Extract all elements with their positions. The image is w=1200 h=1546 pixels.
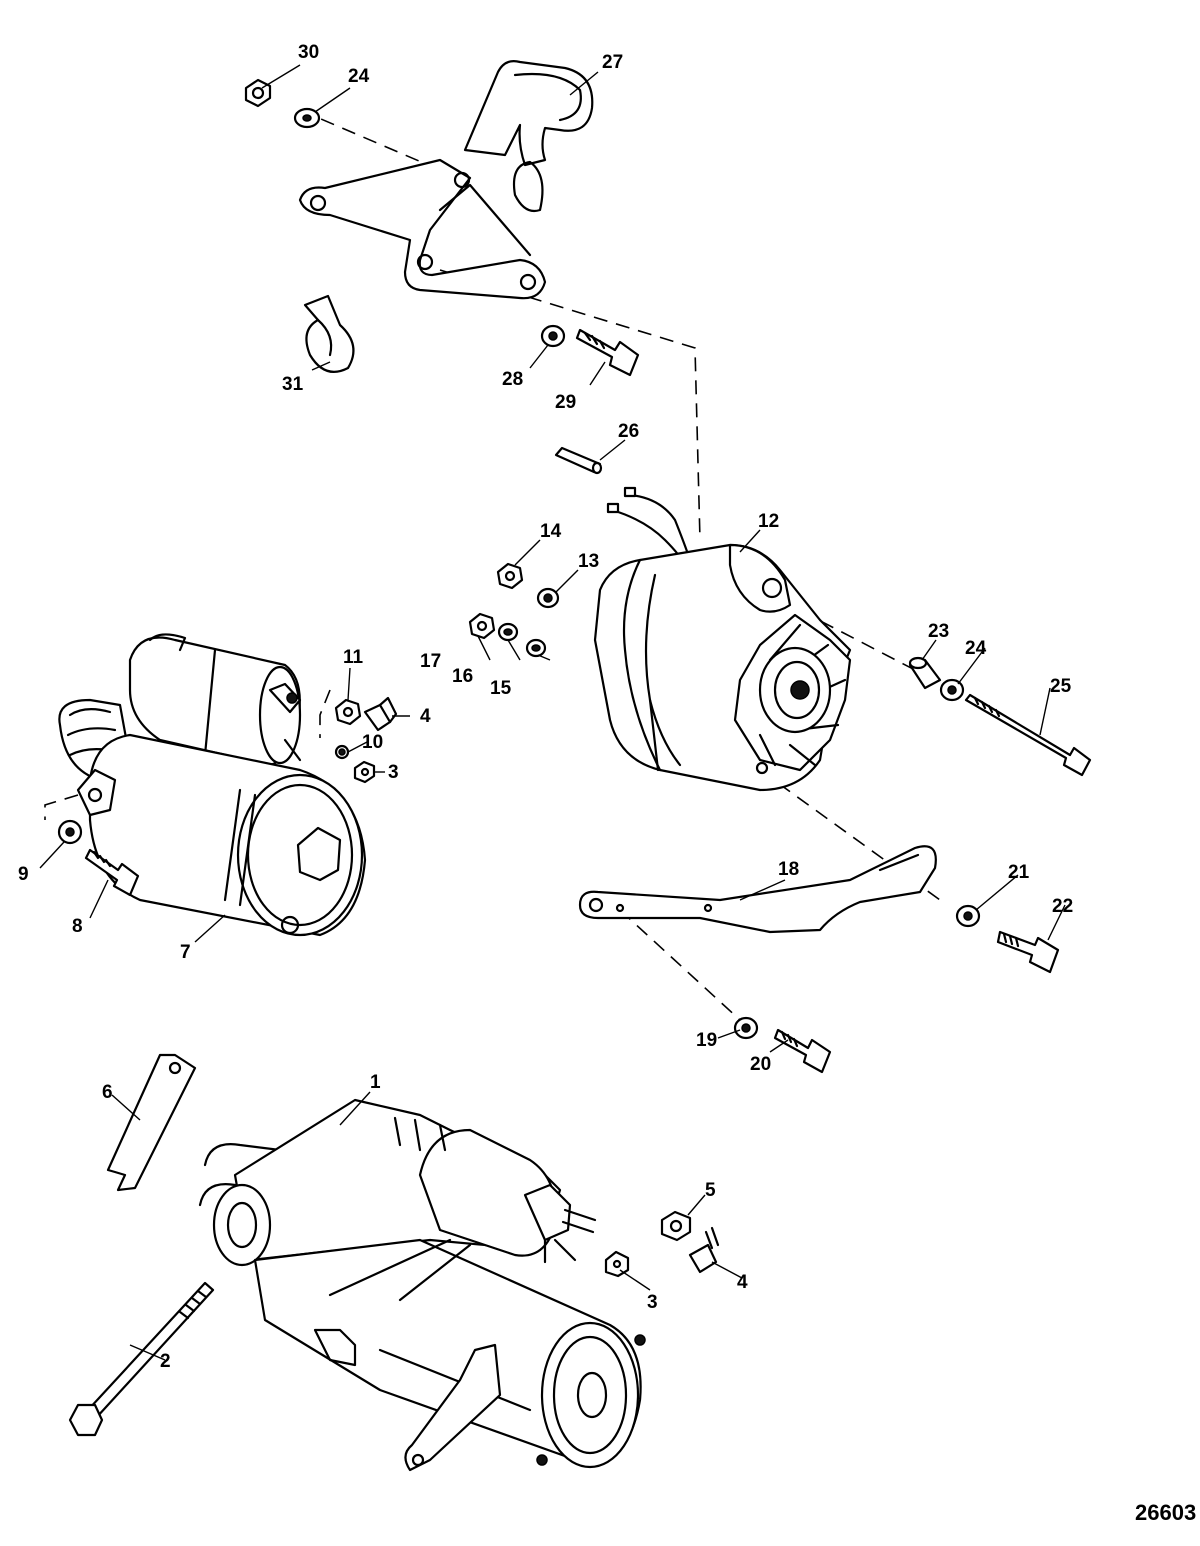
nut-16 [497, 622, 519, 642]
bolt-2 [68, 1281, 215, 1437]
shim-6 [106, 1053, 197, 1192]
alternator [593, 486, 852, 792]
nut-3-lower [604, 1250, 630, 1278]
nut-15 [525, 638, 547, 658]
pin-26 [554, 446, 603, 475]
figure-id: 26603 [1135, 1500, 1196, 1525]
callout-6: 6 [102, 1082, 113, 1103]
washer-9 [57, 819, 83, 845]
clamp-31 [303, 294, 355, 373]
callout-16: 16 [452, 666, 473, 687]
callout-31: 31 [282, 374, 304, 395]
callout-28: 28 [502, 369, 523, 390]
callout-21: 21 [1008, 862, 1030, 883]
bolt-25 [964, 693, 1092, 777]
callout-4-upper: 4 [420, 706, 431, 727]
callout-23: 23 [928, 621, 949, 642]
callout-3-upper: 3 [388, 762, 399, 783]
washer-24-right [939, 678, 965, 702]
washer-19 [733, 1016, 759, 1040]
brace-18 [578, 845, 937, 934]
callout-22: 22 [1052, 896, 1073, 917]
callout-11: 11 [343, 647, 364, 668]
bolt-20 [773, 1028, 832, 1074]
nut-14 [496, 562, 524, 590]
callout-14: 14 [540, 521, 562, 542]
callout-24-top: 24 [348, 66, 370, 87]
callout-8: 8 [72, 916, 83, 937]
callout-25: 25 [1050, 676, 1072, 697]
nut-30 [244, 78, 272, 108]
callout-3-lower: 3 [647, 1292, 658, 1313]
nut-3-upper [353, 760, 376, 784]
terminal-4-lower [688, 1226, 720, 1274]
callout-29: 29 [555, 392, 576, 413]
nut-11 [334, 698, 362, 726]
callout-30: 30 [298, 42, 319, 63]
callout-4-lower: 4 [737, 1272, 748, 1293]
callout-17: 17 [420, 651, 441, 672]
callout-19: 19 [696, 1030, 717, 1051]
starter-lower [198, 1098, 646, 1472]
nut-13 [536, 587, 560, 609]
spacer-23 [908, 656, 942, 690]
callout-7: 7 [180, 942, 191, 963]
callout-18: 18 [778, 859, 799, 880]
callout-12: 12 [758, 511, 779, 532]
callout-15: 15 [490, 678, 512, 699]
callout-5: 5 [705, 1180, 716, 1201]
alternator-bracket [298, 60, 594, 300]
nut-10 [334, 744, 350, 760]
washer-28 [540, 324, 566, 348]
callout-27: 27 [602, 52, 623, 73]
nut-5 [660, 1210, 692, 1242]
terminal-4-upper [363, 696, 398, 732]
bolt-29 [575, 328, 640, 377]
callout-2: 2 [160, 1351, 171, 1372]
starter-upper [58, 633, 367, 937]
callout-26: 26 [618, 421, 639, 442]
callout-24-right: 24 [965, 638, 987, 659]
callout-1: 1 [370, 1072, 381, 1093]
bolt-22 [996, 930, 1060, 974]
callout-10: 10 [362, 732, 383, 753]
leader-lines [39, 64, 1066, 1361]
washer-21 [955, 904, 981, 928]
bolt-8 [84, 848, 140, 897]
callout-13: 13 [578, 551, 599, 572]
callout-20: 20 [750, 1054, 771, 1075]
callout-9: 9 [18, 864, 29, 885]
washer-24-top [293, 107, 321, 129]
callout-labels: 30 24 27 31 28 29 26 12 14 13 17 16 15 1… [18, 42, 1073, 1372]
nut-17 [468, 612, 496, 640]
